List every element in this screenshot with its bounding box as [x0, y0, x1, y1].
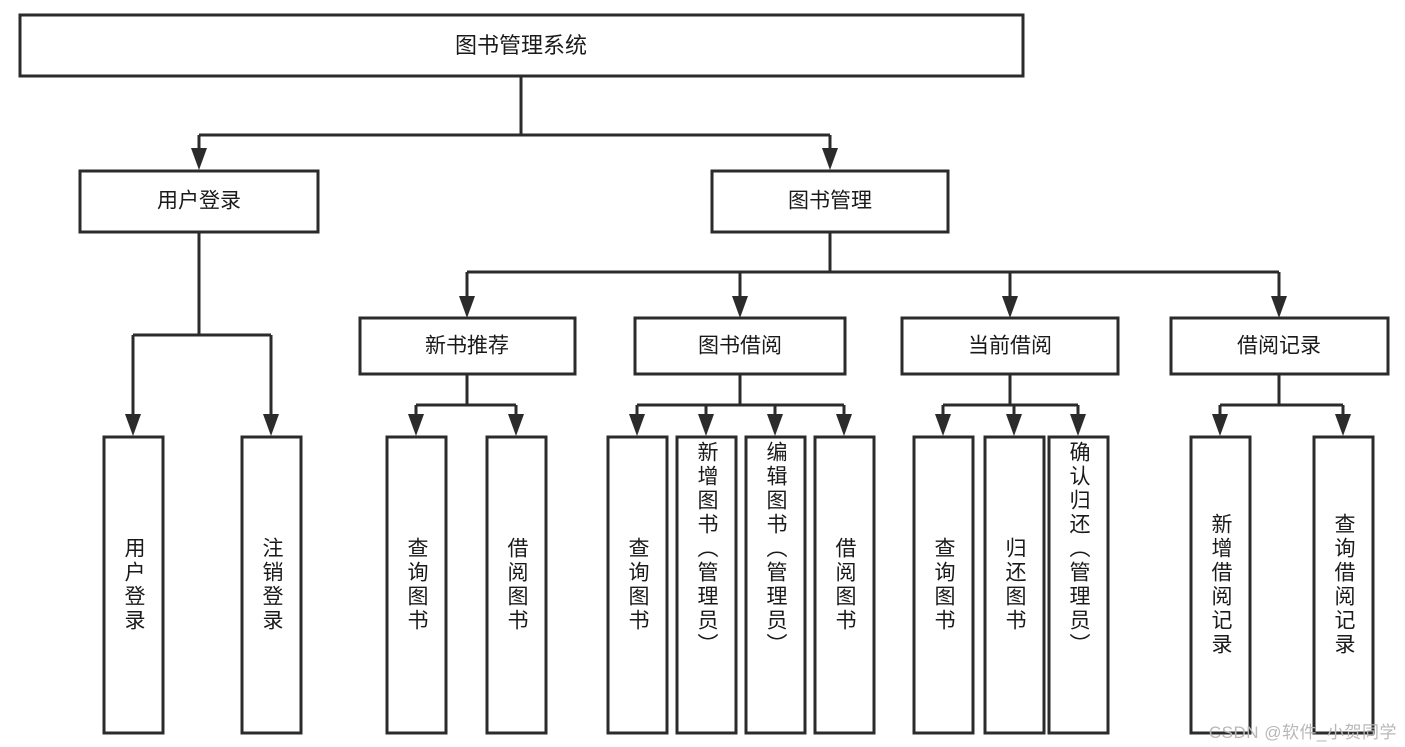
- leaf-box-logout[interactable]: [240, 435, 303, 735]
- arrow-to-leaf-add-book: [698, 414, 714, 436]
- arrow-to-borrow-record: [1271, 296, 1287, 318]
- leaf-box-borrow-book-b[interactable]: [813, 435, 876, 735]
- arrow-to-leaf-borrow-book-b: [836, 414, 852, 436]
- node-box-current-borrow[interactable]: [900, 316, 1120, 376]
- arrow-to-leaf-edit-book: [767, 414, 783, 436]
- leaf-box-borrow-book-a[interactable]: [485, 435, 548, 735]
- connector-layer: [125, 76, 1351, 436]
- arrow-to-current-borrow: [1002, 296, 1018, 318]
- leaf-box-user-login[interactable]: [102, 435, 165, 735]
- leaf-box-edit-book[interactable]: [744, 435, 807, 735]
- leaf-box-query-book-a[interactable]: [385, 435, 448, 735]
- leaf-box-query-book-c[interactable]: [912, 435, 975, 735]
- arrow-to-user-login: [191, 148, 207, 170]
- leaf-box-add-book[interactable]: [675, 435, 738, 735]
- label-new-book-rec: 新书推荐: [425, 335, 509, 358]
- node-box-user-login[interactable]: [78, 169, 320, 234]
- arrow-to-leaf-query-book-b: [629, 414, 645, 436]
- node-box-new-book-rec[interactable]: [358, 316, 577, 376]
- node-box-borrow-record[interactable]: [1169, 316, 1390, 376]
- arrow-to-leaf-borrow-book-a: [508, 414, 524, 436]
- arrow-to-new-book-rec: [459, 296, 475, 318]
- arrow-to-leaf-query-book-a: [408, 414, 424, 436]
- label-current-borrow: 当前借阅: [968, 335, 1052, 358]
- leaf-box-confirm-return[interactable]: [1047, 435, 1110, 735]
- label-borrow-record: 借阅记录: [1237, 335, 1321, 358]
- arrow-to-leaf-logout: [263, 414, 279, 436]
- node-box-root[interactable]: [18, 13, 1025, 78]
- arrow-to-leaf-add-record: [1212, 414, 1228, 436]
- arrow-to-leaf-return-book: [1006, 414, 1022, 436]
- node-box-layer: [18, 13, 1390, 735]
- leaf-box-query-record[interactable]: [1312, 435, 1375, 735]
- label-root: 图书管理系统: [455, 33, 587, 58]
- arrow-to-leaf-confirm-return: [1070, 414, 1086, 436]
- leaf-box-query-book-b[interactable]: [606, 435, 669, 735]
- node-label-layer: 图书管理系统 用户登录 图书管理 新书推荐 图书借阅 当前借阅 借阅记录: [157, 33, 1321, 358]
- label-book-manage: 图书管理: [788, 190, 872, 213]
- node-box-book-borrow[interactable]: [633, 316, 847, 376]
- label-book-borrow: 图书借阅: [698, 335, 782, 358]
- leaf-box-return-book[interactable]: [983, 435, 1046, 735]
- arrow-to-leaf-user-login: [125, 414, 141, 436]
- arrow-to-book-borrow: [732, 296, 748, 318]
- leaf-box-add-record[interactable]: [1189, 435, 1252, 735]
- arrow-to-leaf-query-record: [1335, 414, 1351, 436]
- arrow-to-leaf-query-book-c: [935, 414, 951, 436]
- label-user-login: 用户登录: [157, 190, 241, 213]
- arrow-to-book-manage: [822, 148, 838, 170]
- node-box-book-manage[interactable]: [710, 169, 950, 234]
- csdn-watermark: CSDN @软件_小贺同学: [1208, 723, 1397, 742]
